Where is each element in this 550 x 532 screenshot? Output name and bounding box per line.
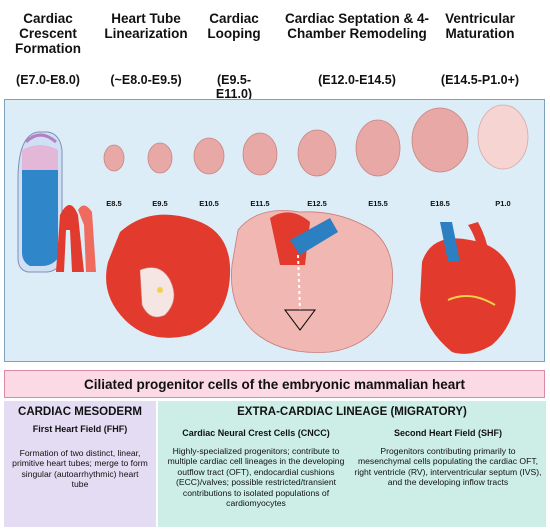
stage-title-crescent: Cardiac Crescent Formation <box>15 11 81 56</box>
age-label-e185: E18.5 <box>430 199 450 208</box>
embryo-e115 <box>242 132 278 176</box>
mesoderm-heading: CARDIAC MESODERM <box>18 406 142 418</box>
stage-range-septation: (E12.0-E14.5) <box>318 73 396 87</box>
extracardiac-heading: EXTRA-CARDIAC LINEAGE (MIGRATORY) <box>237 406 467 418</box>
progenitor-banner: Ciliated progenitor cells of the embryon… <box>4 370 545 398</box>
heart-tube-illustration <box>17 131 96 273</box>
fhf-text: Formation of two distinct, linear, primi… <box>12 448 148 490</box>
cardiac-mesoderm-box: CARDIAC MESODERM First Heart Field (FHF)… <box>4 401 156 527</box>
embryo-e125 <box>297 129 337 177</box>
age-label-e85: E8.5 <box>106 199 122 208</box>
embryo-e105 <box>193 137 225 175</box>
mature-heart-illustration <box>420 222 516 354</box>
looping-heart-illustration <box>106 214 231 338</box>
cncc-subheading: Cardiac Neural Crest Cells (CNCC) <box>182 428 330 438</box>
age-label-e155: E15.5 <box>368 199 388 208</box>
age-label-e105: E10.5 <box>199 199 219 208</box>
stage-range-crescent: (E7.0-E8.0) <box>16 73 80 87</box>
age-label-e95: E9.5 <box>152 199 168 208</box>
stage-title-septation: Cardiac Septation & 4- Chamber Remodelin… <box>284 11 430 41</box>
embryo-e85 <box>103 144 125 172</box>
embryo-e185 <box>411 107 469 173</box>
age-label-e115: E11.5 <box>250 199 270 208</box>
stage-title-maturation: Ventricular Maturation <box>445 11 515 41</box>
banner-text: Ciliated progenitor cells of the embryon… <box>83 376 466 392</box>
stage-title-linearization: Heart Tube Linearization <box>104 11 188 41</box>
embryo-e95 <box>147 142 173 174</box>
stage-title-looping: Cardiac Looping <box>207 11 261 41</box>
stage-range-maturation: (E14.5-P1.0+) <box>440 73 520 87</box>
fhf-subheading: First Heart Field (FHF) <box>32 424 128 434</box>
embryo-p10 <box>477 104 529 170</box>
stage-range-linearization: (~E8.0-E9.5) <box>110 73 182 87</box>
embryo-e155 <box>355 119 401 177</box>
illustrations <box>17 104 529 354</box>
age-label-e125: E12.5 <box>307 199 327 208</box>
shf-text: Progenitors contributing primarily to me… <box>354 446 542 488</box>
cncc-text: Highly-specialized progenitors; contribu… <box>167 446 345 509</box>
extracardiac-lineage-box: EXTRA-CARDIAC LINEAGE (MIGRATORY) Cardia… <box>158 401 546 527</box>
stage-range-looping: (E9.5- E11.0) <box>215 73 253 101</box>
septation-heart-illustration <box>231 210 393 353</box>
age-label-p10: P1.0 <box>495 199 511 208</box>
cncc-column: Cardiac Neural Crest Cells (CNCC) Highly… <box>162 428 350 508</box>
shf-subheading: Second Heart Field (SHF) <box>393 428 502 438</box>
shf-column: Second Heart Field (SHF) Progenitors con… <box>354 428 542 488</box>
